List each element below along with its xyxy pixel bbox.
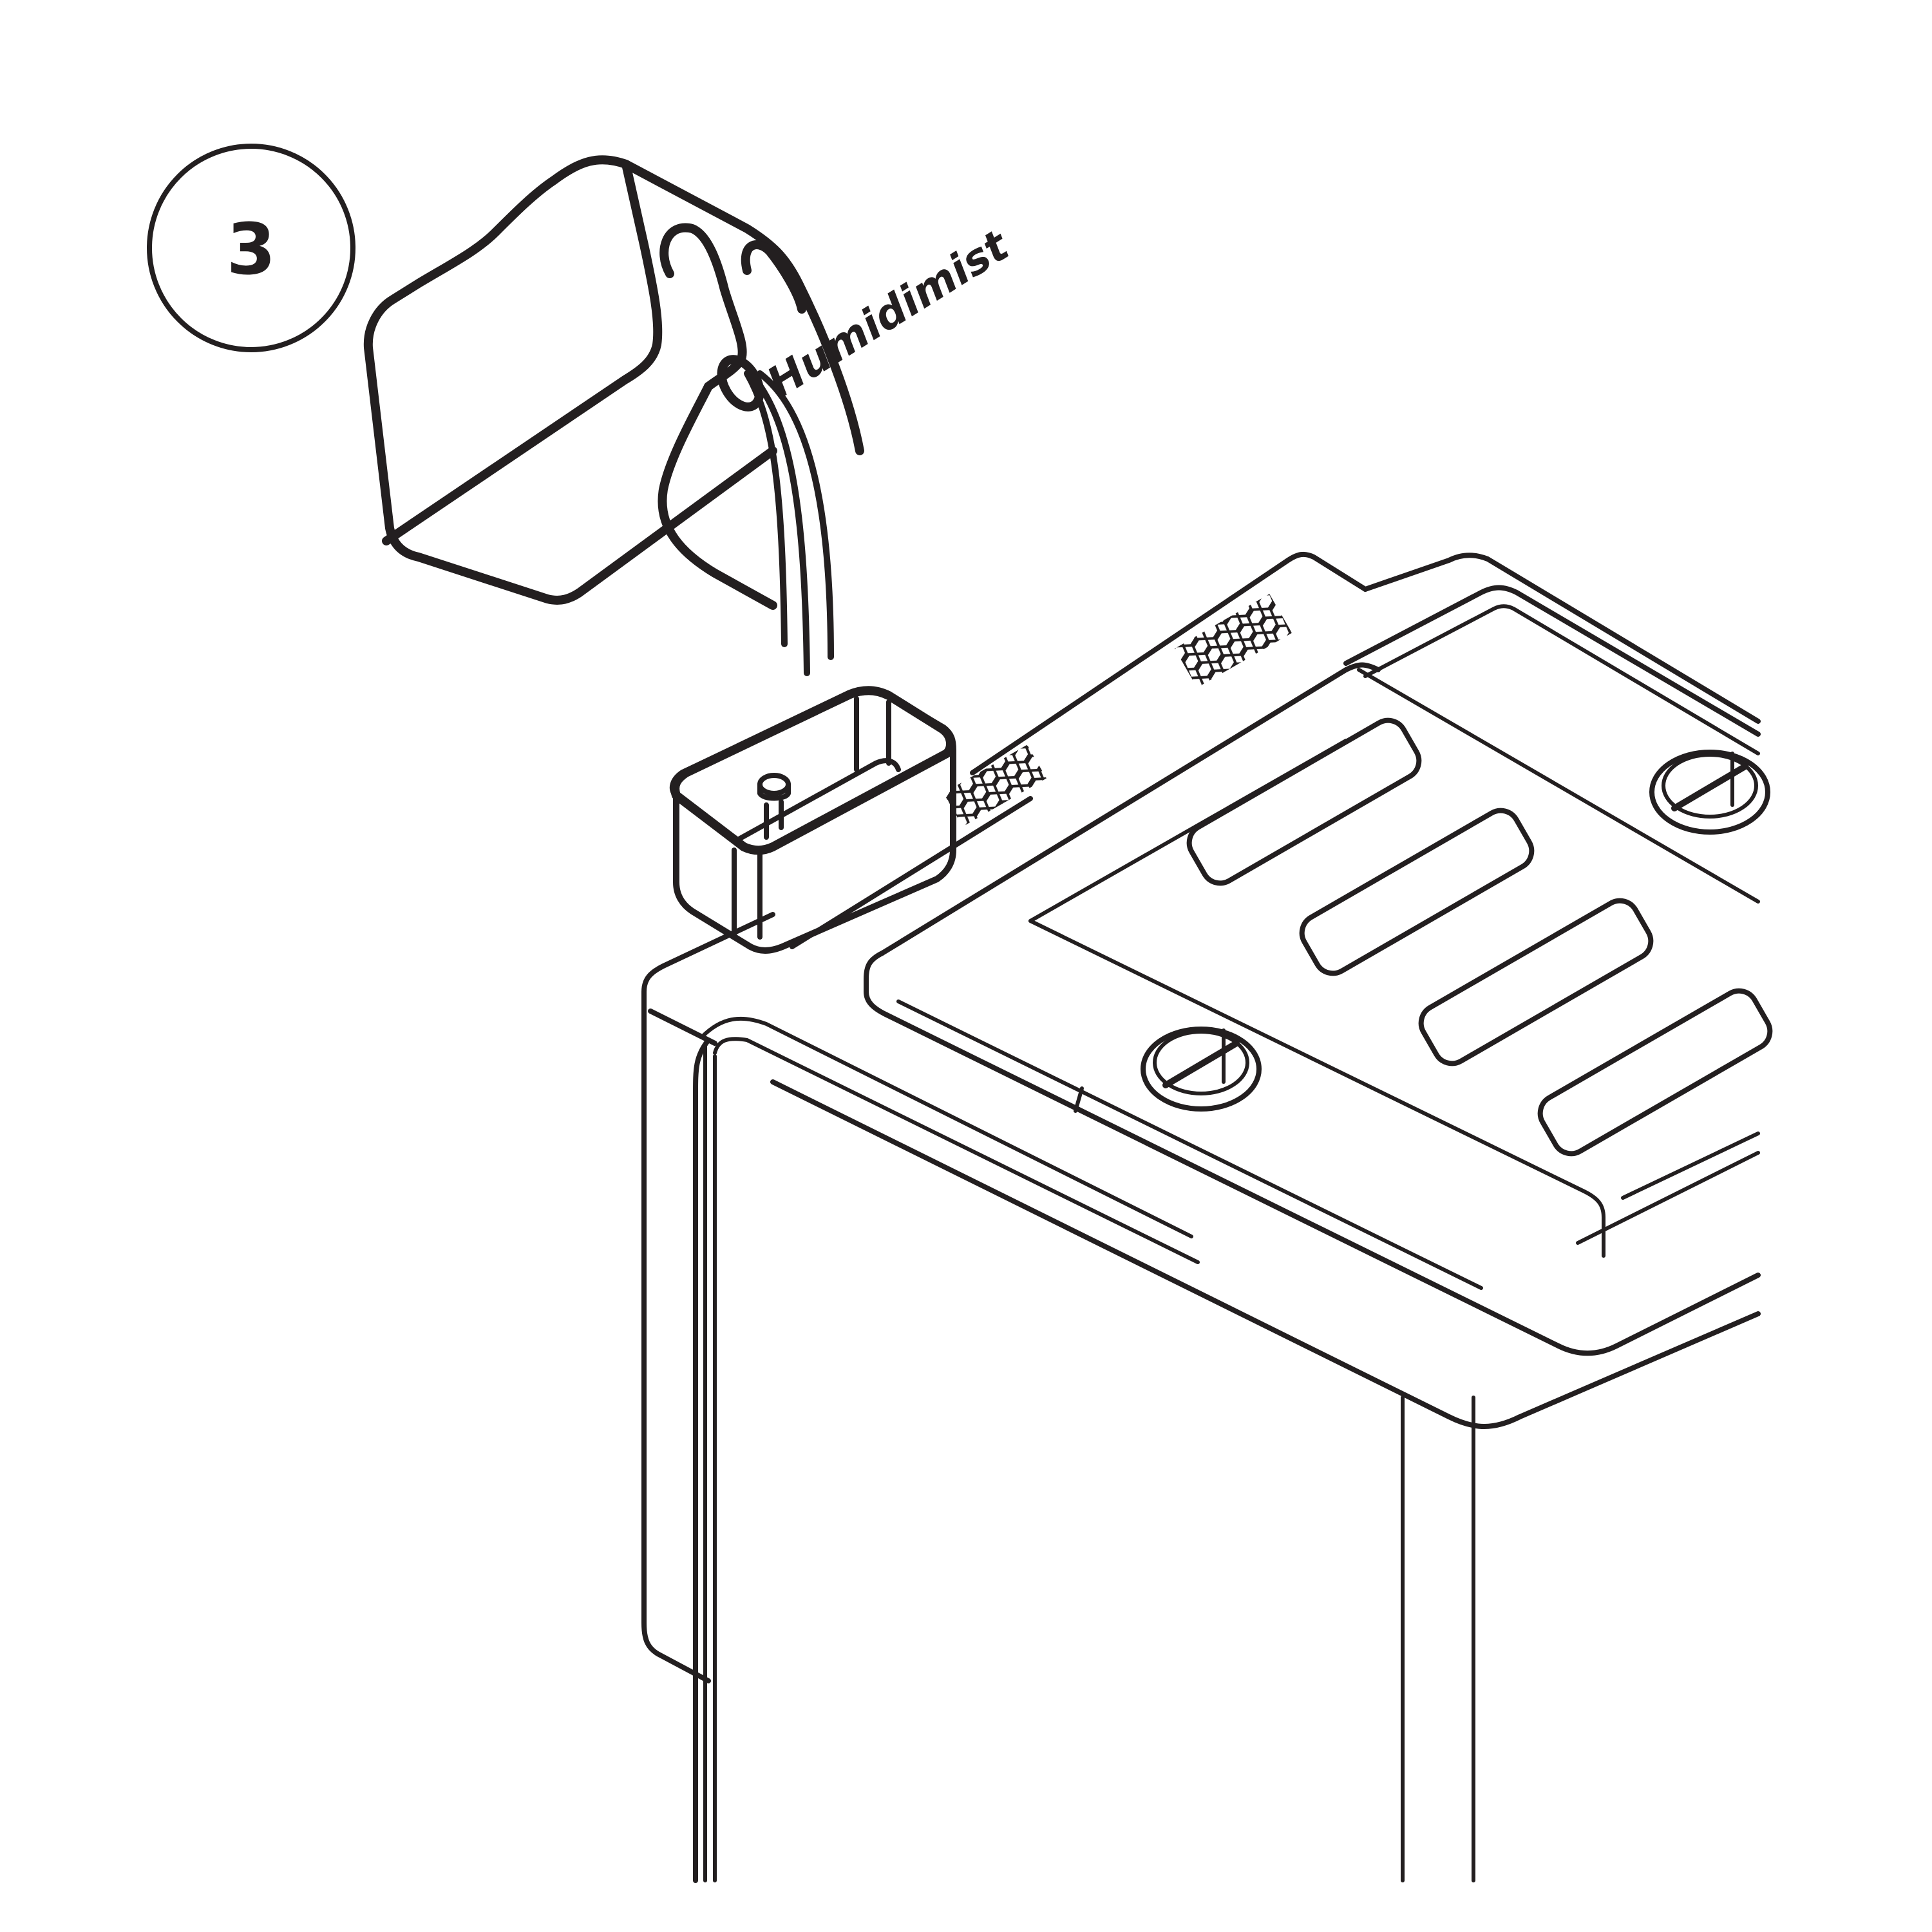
mesh-vent-2	[1299, 808, 1535, 976]
mesh-vent-3	[1418, 898, 1654, 1066]
water-bottle: Humidimist	[363, 155, 1019, 610]
mesh-vents	[1186, 717, 1773, 1157]
side-mesh-vent	[943, 744, 1046, 827]
step-circle-icon	[147, 144, 355, 352]
twist-knob-1	[1141, 1027, 1262, 1112]
twist-knob-2	[1649, 750, 1770, 835]
mesh-vent-1	[1186, 717, 1422, 886]
pouring-water	[744, 370, 834, 676]
float-pin-icon	[757, 773, 791, 796]
step-badge: 3	[147, 144, 355, 352]
rear-mesh-vent	[1174, 594, 1293, 688]
mesh-vent-4	[1537, 988, 1773, 1157]
water-tank	[669, 686, 956, 954]
bottle-brand-label: Humidimist	[759, 220, 1019, 408]
step-number: 3	[227, 208, 276, 290]
humidifier-unit	[641, 551, 1761, 1883]
